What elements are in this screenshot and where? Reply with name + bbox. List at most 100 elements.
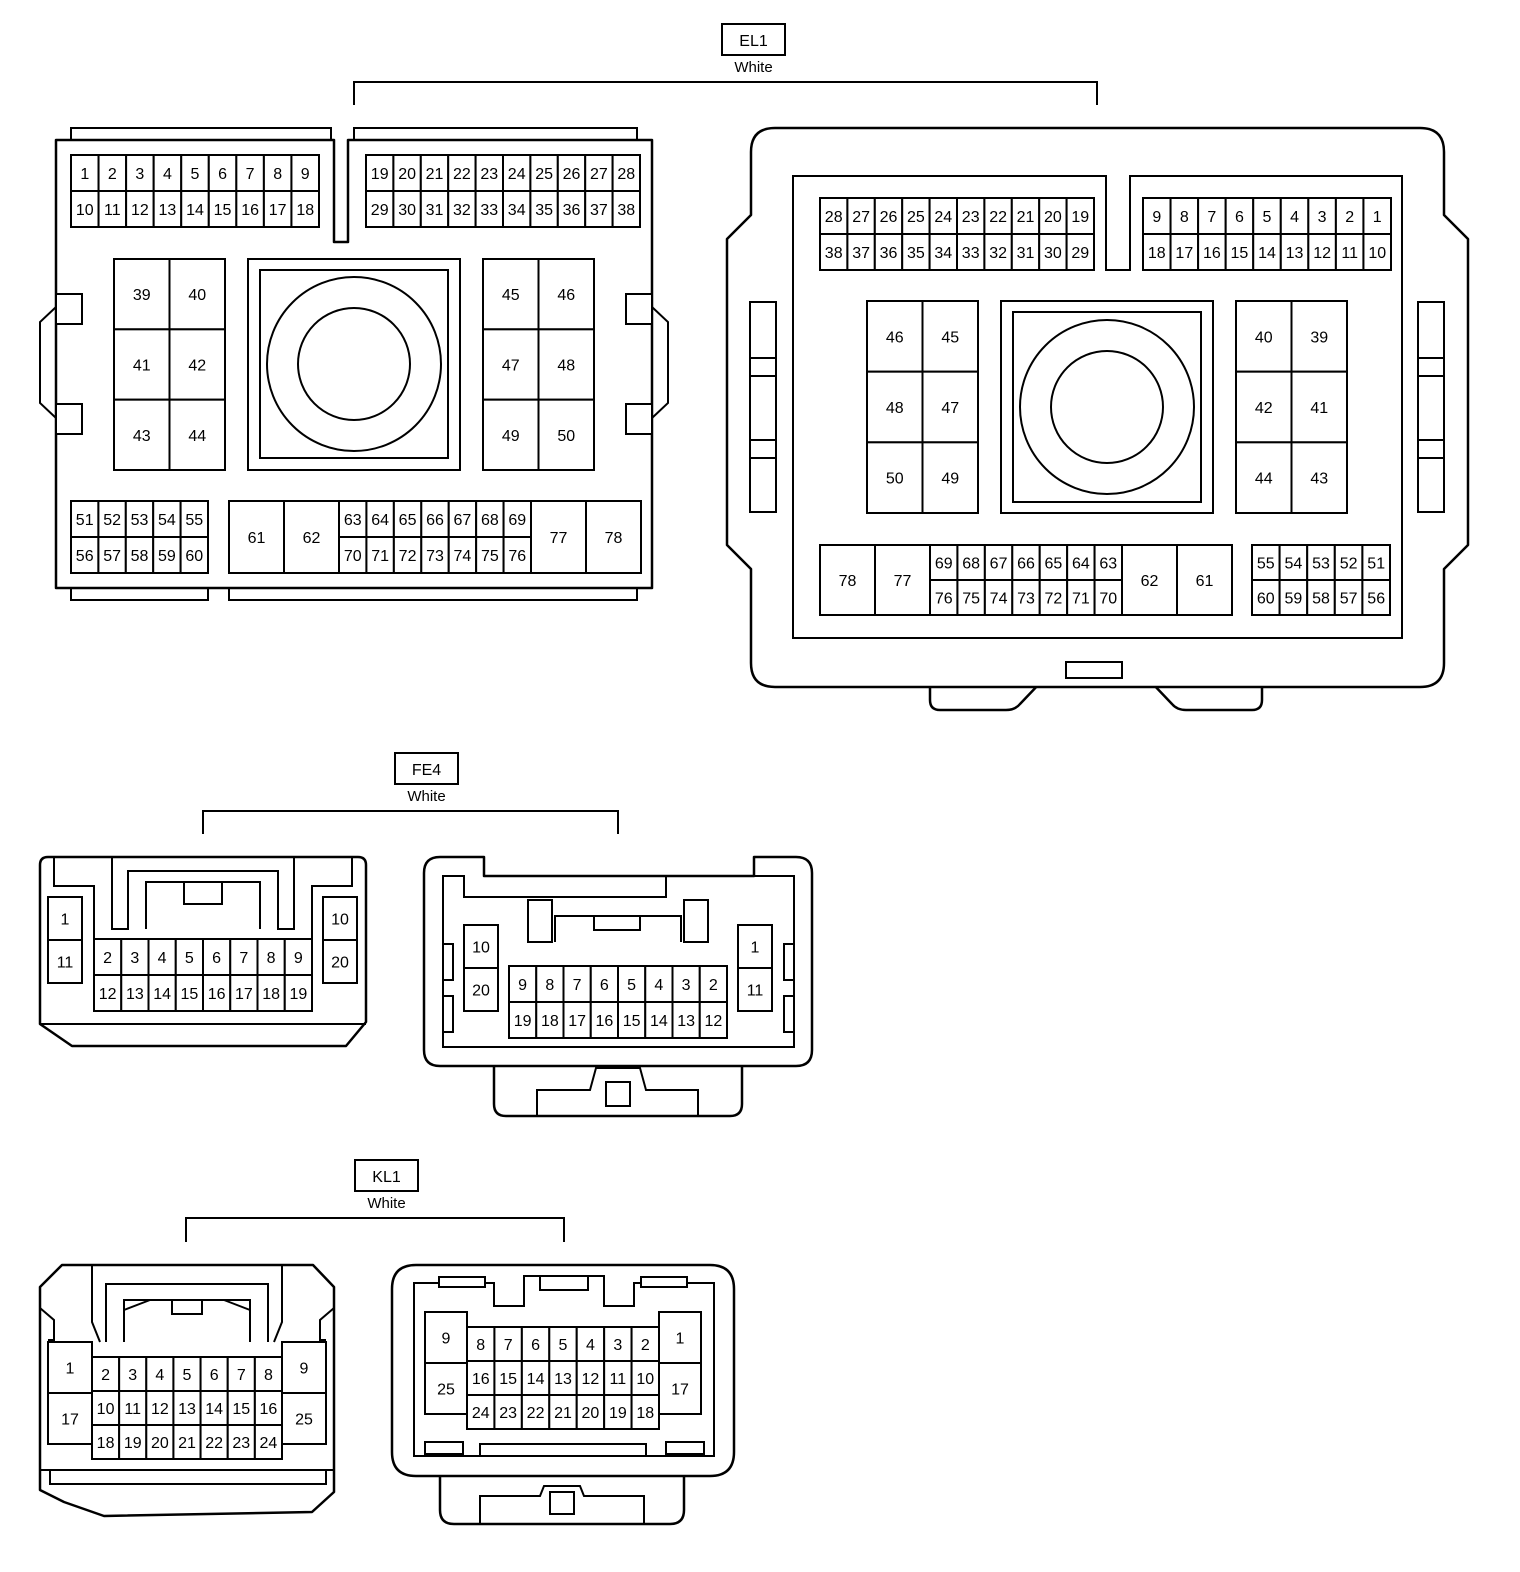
svg-text:62: 62	[1141, 573, 1159, 590]
svg-text:54: 54	[1285, 556, 1303, 573]
svg-text:49: 49	[502, 428, 520, 445]
svg-text:72: 72	[399, 548, 417, 565]
svg-text:14: 14	[527, 1371, 545, 1388]
kl1-header: KL1 White	[185, 1159, 565, 1242]
fe4-right-pin-5: 5	[617, 965, 647, 1003]
fe4-right-pin-20: 20	[463, 967, 499, 1012]
el1-right-pin-64: 64	[1066, 544, 1096, 581]
kl1-right-pin-25: 25	[424, 1362, 468, 1415]
svg-text:31: 31	[1017, 245, 1035, 262]
el1-left-latch-2	[55, 403, 83, 435]
el1-left-bottom-rail-b	[228, 587, 638, 601]
el1-left-pin-39: 39	[113, 258, 171, 331]
svg-text:11: 11	[610, 1371, 627, 1388]
svg-text:73: 73	[426, 548, 444, 565]
svg-text:6: 6	[212, 950, 221, 967]
kl1-right-pin-4: 4	[575, 1326, 606, 1362]
el1-left-pin-53: 53	[124, 500, 155, 538]
kl1-left-pin-16: 16	[253, 1390, 284, 1426]
el1-right-pin-10: 10	[1362, 233, 1393, 271]
svg-text:5: 5	[183, 1367, 192, 1384]
svg-text:31: 31	[426, 202, 444, 219]
svg-text:18: 18	[262, 986, 280, 1003]
svg-text:67: 67	[454, 512, 472, 529]
el1-left-pin-69: 69	[502, 500, 533, 538]
svg-text:12: 12	[131, 202, 149, 219]
kl1-left-pin-15: 15	[226, 1390, 256, 1426]
el1-left-pin-38: 38	[611, 190, 641, 228]
el1-right-pin-72: 72	[1038, 579, 1069, 616]
el1-right-pin-65: 65	[1038, 544, 1069, 581]
fe4-right-pin-7: 7	[562, 965, 592, 1003]
svg-text:13: 13	[178, 1401, 196, 1418]
kl1-left-pin-19: 19	[118, 1424, 148, 1460]
el1-left-pin-2: 2	[97, 154, 128, 192]
el1-left-pin-73: 73	[420, 536, 450, 574]
svg-text:10: 10	[636, 1371, 654, 1388]
svg-text:18: 18	[636, 1405, 654, 1422]
svg-text:23: 23	[232, 1435, 250, 1452]
el1-left-pin-77: 77	[530, 500, 587, 574]
kl1-left-pin-23: 23	[226, 1424, 256, 1460]
el1-left-pin-25: 25	[529, 154, 559, 192]
fe4-left-pin-17: 17	[229, 974, 259, 1012]
el1-left-pin-19: 19	[365, 154, 395, 192]
svg-text:52: 52	[1340, 556, 1358, 573]
svg-text:19: 19	[609, 1405, 627, 1422]
fe4-right-pin-8: 8	[535, 965, 565, 1003]
svg-text:7: 7	[239, 950, 248, 967]
svg-text:17: 17	[671, 1382, 689, 1399]
svg-text:42: 42	[1255, 400, 1273, 417]
svg-text:1: 1	[80, 166, 89, 183]
svg-text:18: 18	[97, 1435, 115, 1452]
svg-text:13: 13	[677, 1013, 695, 1030]
fe4-left-pin-12: 12	[93, 974, 123, 1012]
svg-text:7: 7	[504, 1337, 513, 1354]
kl1-left-pin-18: 18	[91, 1424, 121, 1460]
svg-text:18: 18	[1148, 245, 1166, 262]
svg-text:60: 60	[1257, 591, 1275, 608]
el1-left-pin-15: 15	[207, 190, 238, 228]
el1-right-pin-58: 58	[1306, 579, 1336, 616]
el1-left-pin-4: 4	[152, 154, 183, 192]
svg-text:17: 17	[568, 1013, 586, 1030]
svg-text:14: 14	[153, 986, 171, 1003]
svg-text:6: 6	[210, 1367, 219, 1384]
fe4-tag: FE4	[412, 762, 441, 779]
svg-text:9: 9	[518, 977, 527, 994]
kl1-right-pin-16: 16	[466, 1360, 496, 1396]
svg-text:49: 49	[941, 471, 959, 488]
el1-left-pin-78: 78	[585, 500, 642, 574]
svg-text:52: 52	[103, 512, 121, 529]
svg-text:5: 5	[185, 950, 194, 967]
fe4-right-lock-tab	[605, 1081, 631, 1107]
kl1-bracket	[185, 1217, 565, 1242]
kl1-right-pin-9: 9	[424, 1311, 468, 1364]
kl1-right-pin-6: 6	[520, 1326, 551, 1362]
el1-left-pin-30: 30	[392, 190, 422, 228]
kl1-right-bottom-slot-l	[424, 1441, 464, 1455]
svg-text:17: 17	[1175, 245, 1193, 262]
fe4-left-wall-l	[53, 857, 95, 939]
svg-text:15: 15	[499, 1371, 517, 1388]
el1-right-pin-52: 52	[1333, 544, 1364, 581]
svg-text:24: 24	[934, 209, 952, 226]
el1-left-pin-37: 37	[584, 190, 614, 228]
el1-right-pin-67: 67	[983, 544, 1014, 581]
kl1-right-pin-12: 12	[575, 1360, 606, 1396]
fe4-right-slot-l2	[442, 995, 454, 1033]
fe4-left-pin-3: 3	[120, 938, 150, 976]
kl1-right-bottom-bar	[479, 1443, 647, 1457]
svg-text:44: 44	[1255, 471, 1273, 488]
svg-text:6: 6	[1235, 209, 1244, 226]
svg-text:2: 2	[641, 1337, 650, 1354]
svg-text:2: 2	[101, 1367, 110, 1384]
el1-right-pin-76: 76	[929, 579, 959, 616]
el1-left-latch-4	[625, 403, 653, 435]
el1-left-pin-26: 26	[556, 154, 587, 192]
el1-left-pin-63: 63	[338, 500, 368, 538]
svg-text:4: 4	[654, 977, 663, 994]
svg-text:21: 21	[554, 1405, 572, 1422]
fe4-left-pin-8: 8	[256, 938, 286, 976]
